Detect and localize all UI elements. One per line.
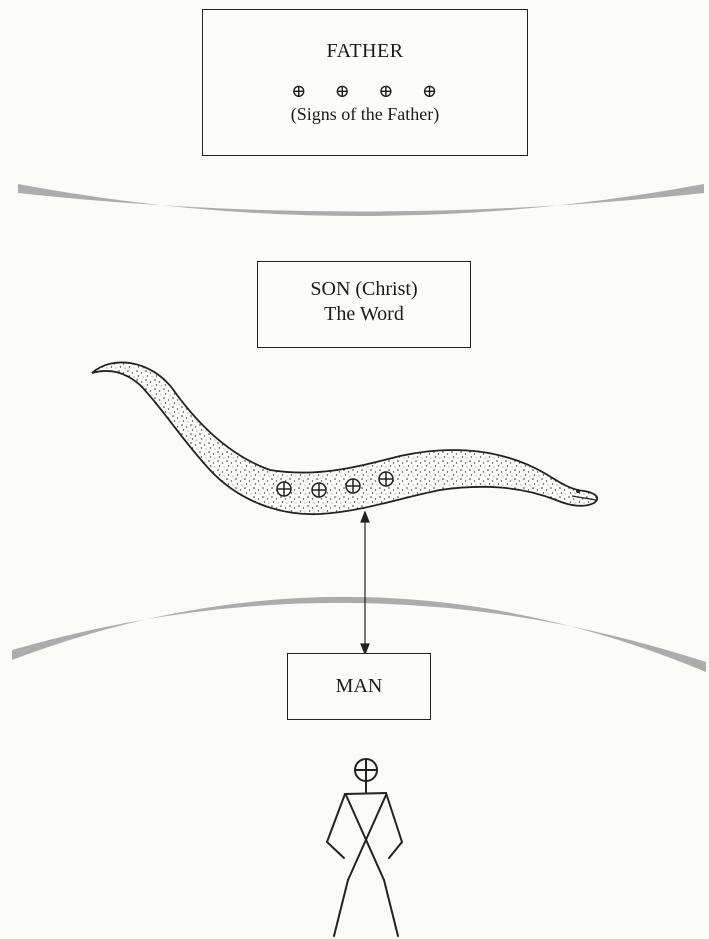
plus-circle-icon xyxy=(277,482,291,496)
plus-circle-icon xyxy=(379,472,393,486)
serpent-eye xyxy=(576,489,580,493)
stick-figure-icon xyxy=(327,759,402,936)
upper-divider-band xyxy=(18,184,704,216)
man-box: MAN xyxy=(287,653,431,720)
plus-circle-icon xyxy=(346,479,360,493)
son-subtitle: The Word xyxy=(258,303,470,326)
serpent-illustration xyxy=(92,362,597,514)
son-box: SON (Christ) The Word xyxy=(257,261,471,348)
father-box: FATHER ⊕ ⊕ ⊕ ⊕ (Signs of the Father) xyxy=(202,9,528,156)
father-caption: (Signs of the Father) xyxy=(203,104,527,125)
son-title: SON (Christ) xyxy=(258,278,470,301)
man-label: MAN xyxy=(288,675,430,698)
double-arrow-icon xyxy=(361,512,369,654)
plus-circle-icon xyxy=(312,483,326,497)
father-title: FATHER xyxy=(203,40,527,63)
father-signs: ⊕ ⊕ ⊕ ⊕ xyxy=(203,81,527,102)
